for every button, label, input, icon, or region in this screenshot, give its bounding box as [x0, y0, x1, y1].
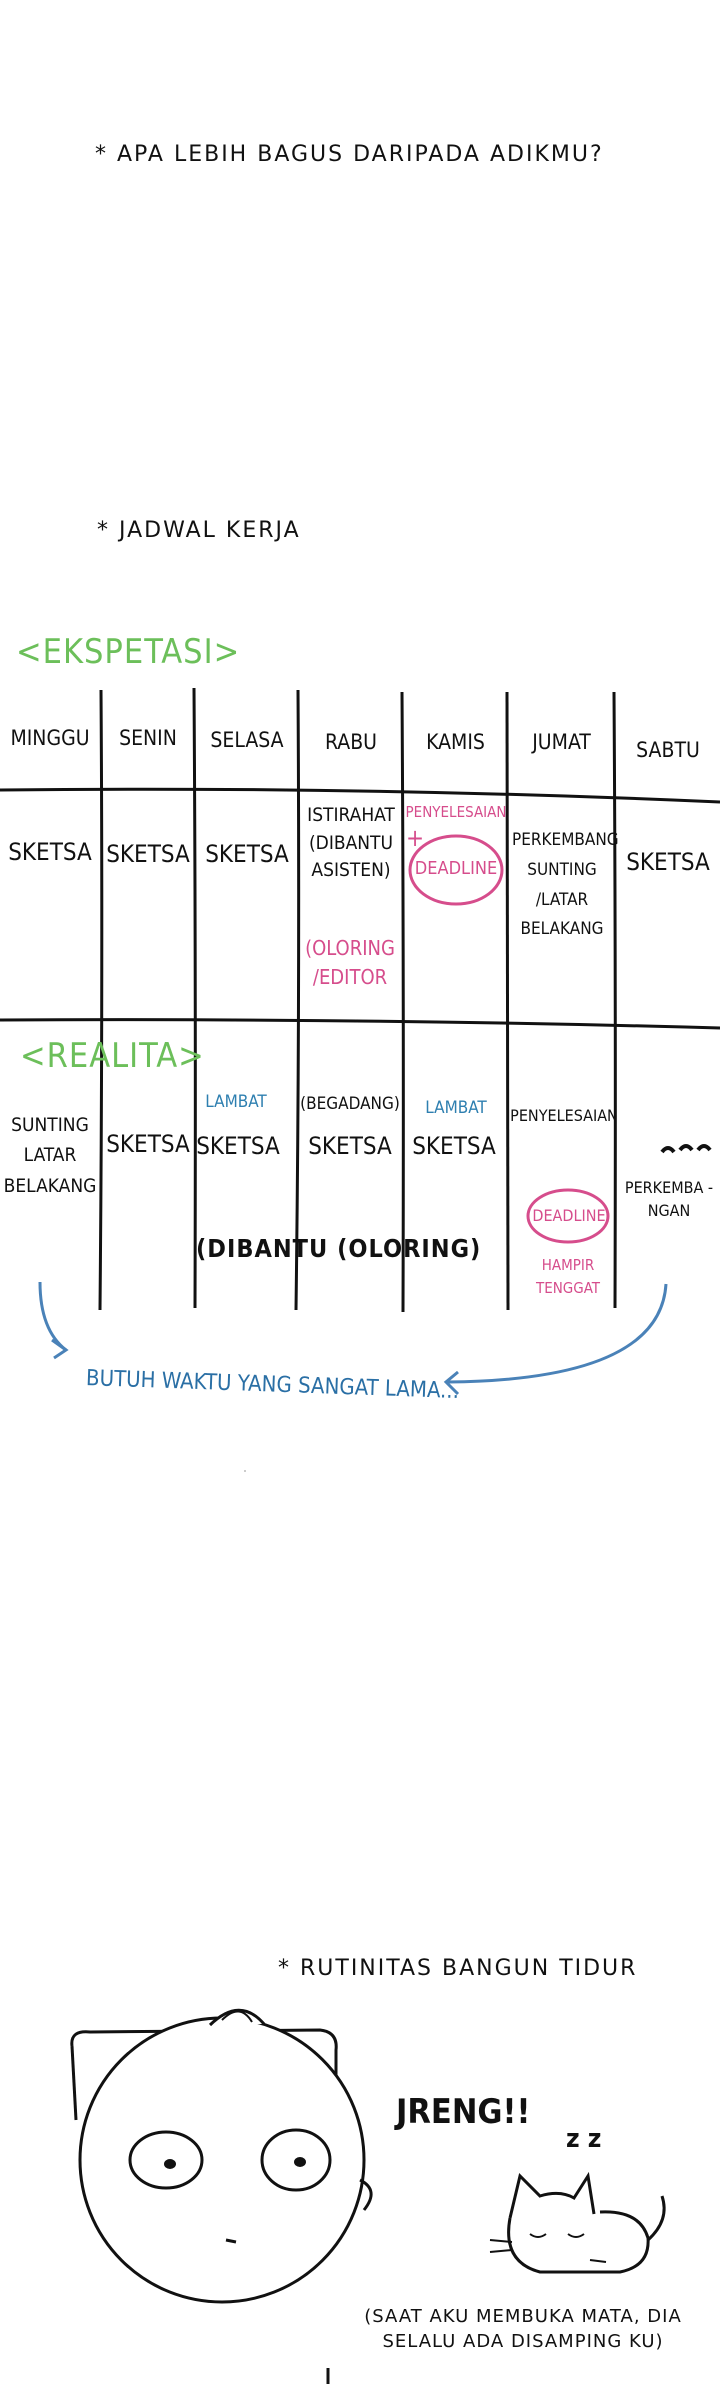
real-jumat-note: HAMPIR TENGGAT [535, 1256, 601, 1297]
real-rabu: SKETSA [308, 1132, 392, 1160]
real-sabtu: PERKEMBA -NGAN [624, 1178, 714, 1221]
caption-wakeup: * RUTINITAS BANGUN TIDUR [278, 1956, 638, 1981]
day-minggu: MINGGU [10, 726, 90, 750]
speck [244, 1470, 246, 1472]
exp-sabtu: SKETSA [626, 848, 710, 876]
exp-kamis-plus: + [406, 824, 425, 852]
real-senin: SKETSA [106, 1130, 190, 1158]
expectation-title: <EKSPETASI> [16, 632, 241, 672]
day-kamis: KAMIS [426, 730, 485, 754]
sound-effect: JRENG!! [396, 2092, 531, 2132]
sleep-zz: z z [566, 2124, 602, 2154]
exp-kamis-top: PENYELESAIAN [405, 803, 507, 821]
real-selasa: SKETSA [196, 1132, 280, 1160]
day-selasa: SELASA [210, 728, 284, 752]
real-selasa-note: LAMBAT [205, 1092, 267, 1112]
schedule-grid [0, 687, 720, 1396]
day-jumat: JUMAT [532, 730, 591, 754]
real-helper: (DIBANTU (OLORING) [196, 1234, 482, 1263]
exp-jumat: PERKEMBANG SUNTING /LATAR BELAKANG [512, 830, 619, 940]
exp-rabu-note: (OLORING /EDITOR [305, 936, 395, 989]
day-rabu: RABU [325, 730, 377, 754]
exp-senin: SKETSA [106, 840, 190, 868]
exp-kamis-deadline: DEADLINE [414, 858, 498, 879]
day-sabtu: SABTU [636, 738, 700, 762]
real-kamis: SKETSA [412, 1132, 496, 1160]
day-senin: SENIN [119, 726, 177, 750]
exp-selasa: SKETSA [205, 840, 289, 868]
wakeup-note: (SAAT AKU MEMBUKA MATA, DIA SELALU ADA D… [364, 2306, 682, 2353]
caption-schedule: * JADWAL KERJA [97, 518, 301, 543]
exp-minggu: SKETSA [8, 838, 92, 866]
caption-question: * APA LEBIH BAGUS DARIPADA ADIKMU? [95, 142, 604, 167]
real-rabu-note: (BEGADANG) [300, 1094, 400, 1114]
exp-rabu: ISTIRAHAT (DIBANTU ASISTEN) [307, 804, 395, 882]
reality-title: <REALITA> [20, 1036, 205, 1076]
real-jumat-deadline: DEADLINE [532, 1206, 606, 1225]
real-minggu: SUNTING LATAR BELAKANG [3, 1114, 97, 1197]
real-kamis-note: LAMBAT [425, 1098, 487, 1118]
real-jumat: PENYELESAIAN [510, 1106, 618, 1125]
